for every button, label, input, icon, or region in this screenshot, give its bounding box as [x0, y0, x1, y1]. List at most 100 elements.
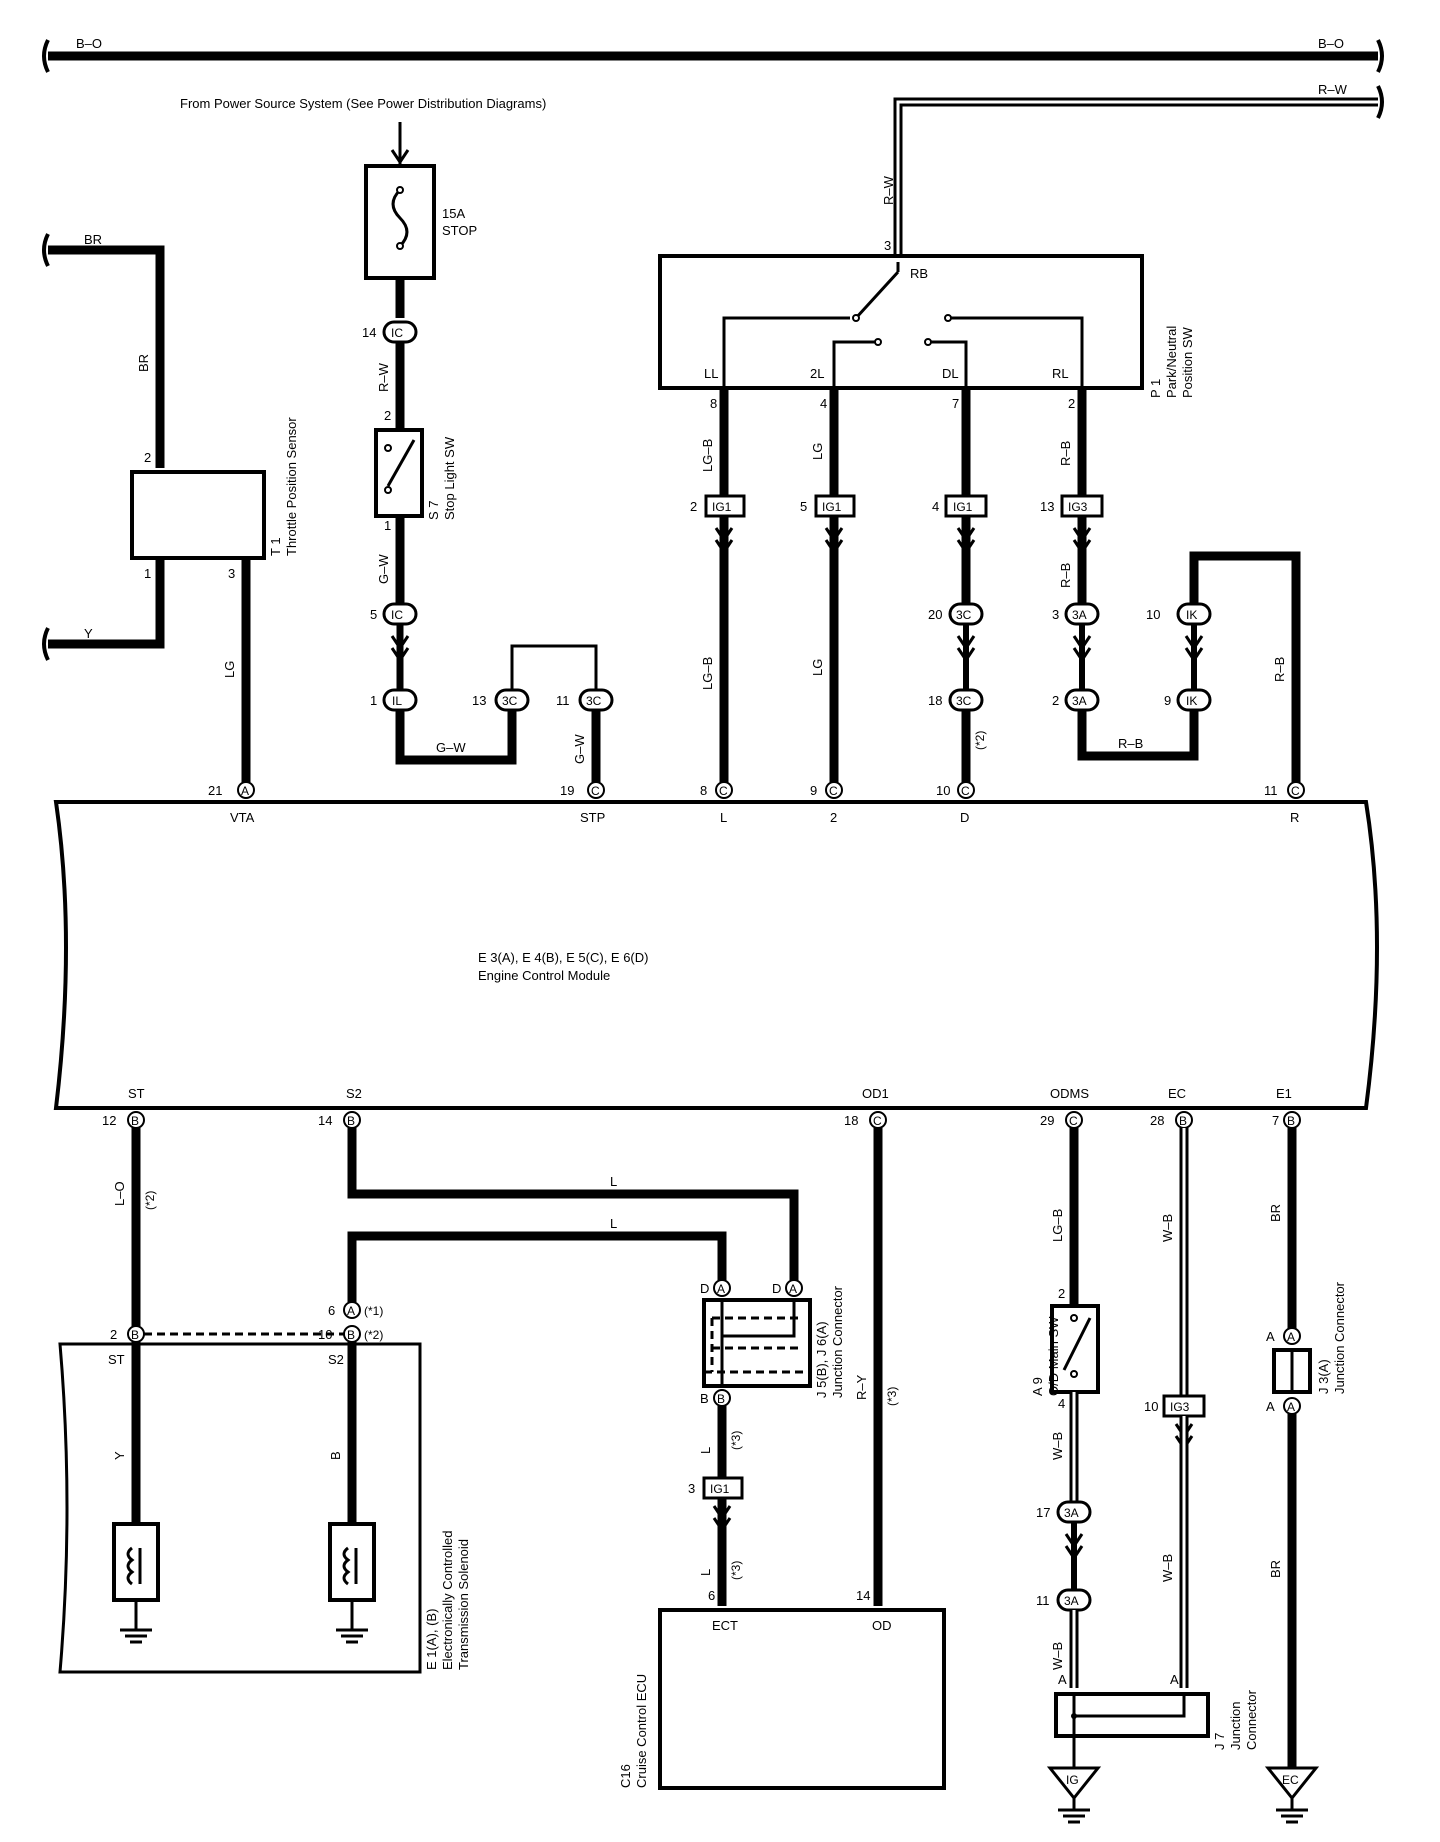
- svg-text:(*3): (*3): [729, 1431, 743, 1450]
- svg-text:Y: Y: [112, 1451, 127, 1460]
- svg-text:Y: Y: [84, 626, 93, 641]
- svg-text:IG1: IG1: [712, 500, 732, 514]
- svg-text:LL: LL: [704, 366, 718, 381]
- svg-text:G–W: G–W: [376, 554, 391, 584]
- svg-text:29: 29: [1040, 1113, 1054, 1128]
- svg-text:B: B: [1287, 1114, 1295, 1128]
- svg-text:BR: BR: [84, 232, 102, 247]
- svg-text:B: B: [347, 1114, 355, 1128]
- svg-text:3A: 3A: [1072, 694, 1087, 708]
- ecm-line2: Engine Control Module: [478, 968, 610, 983]
- svg-text:3: 3: [228, 566, 235, 581]
- svg-text:1: 1: [144, 566, 151, 581]
- svg-text:G–W: G–W: [436, 740, 466, 755]
- svg-text:3C: 3C: [586, 694, 602, 708]
- svg-text:L–O: L–O: [112, 1181, 127, 1206]
- svg-text:C: C: [829, 784, 838, 798]
- svg-text:8: 8: [710, 396, 717, 411]
- svg-text:3A: 3A: [1064, 1594, 1079, 1608]
- svg-text:B: B: [131, 1114, 139, 1128]
- svg-text:ST: ST: [108, 1352, 125, 1367]
- svg-text:A: A: [347, 1304, 355, 1318]
- svg-text:ECT: ECT: [712, 1618, 738, 1633]
- svg-text:14: 14: [318, 1113, 332, 1128]
- svg-text:12: 12: [102, 1113, 116, 1128]
- bus-b-o-label-right: B–O: [1318, 36, 1344, 51]
- svg-text:W–B: W–B: [1160, 1554, 1175, 1582]
- svg-text:(*2): (*2): [143, 1191, 157, 1210]
- svg-text:S2: S2: [346, 1086, 362, 1101]
- svg-text:G–W: G–W: [572, 734, 587, 764]
- svg-text:W–B: W–B: [1050, 1642, 1065, 1670]
- connector-ic-14: IC 14: [362, 320, 418, 344]
- fuse-name: STOP: [442, 223, 477, 238]
- svg-text:A: A: [1266, 1329, 1275, 1344]
- svg-text:L: L: [720, 810, 727, 825]
- svg-text:21: 21: [208, 783, 222, 798]
- svg-text:3C: 3C: [956, 694, 972, 708]
- svg-text:B: B: [1179, 1114, 1187, 1128]
- svg-text:10: 10: [1146, 607, 1160, 622]
- svg-text:B: B: [717, 1392, 725, 1406]
- svg-text:2: 2: [830, 810, 837, 825]
- wire-e1: BR A A: [1266, 1128, 1301, 1345]
- svg-text:DL: DL: [942, 366, 959, 381]
- svg-text:C: C: [873, 1114, 882, 1128]
- svg-text:8: 8: [700, 783, 707, 798]
- fuse-rating: 15A: [442, 206, 465, 221]
- svg-text:STP: STP: [580, 810, 605, 825]
- svg-text:Junction Connector: Junction Connector: [830, 1285, 845, 1398]
- svg-text:LG: LG: [222, 661, 237, 678]
- svg-text:IC: IC: [391, 326, 403, 340]
- svg-text:IC: IC: [391, 608, 403, 622]
- engine-control-module: E 3(A), E 4(B), E 5(C), E 6(D) Engine Co…: [53, 781, 1379, 1129]
- svg-text:Electronically Controlled: Electronically Controlled: [440, 1531, 455, 1670]
- svg-text:IK: IK: [1186, 694, 1197, 708]
- wire-e1-ground: BR: [1268, 1414, 1297, 1768]
- svg-text:(*3): (*3): [729, 1561, 743, 1580]
- wire-g-w-loop: [395, 710, 517, 765]
- svg-text:Junction Connector: Junction Connector: [1332, 1281, 1347, 1394]
- svg-text:(*2): (*2): [364, 1328, 383, 1342]
- svg-text:B: B: [700, 1391, 709, 1406]
- fuse-15a-stop: 15A STOP: [364, 122, 477, 318]
- svg-text:OD: OD: [872, 1618, 892, 1633]
- svg-text:C: C: [1291, 784, 1300, 798]
- svg-text:(*2): (*2): [973, 731, 987, 750]
- svg-text:3C: 3C: [956, 608, 972, 622]
- svg-text:EC: EC: [1168, 1086, 1186, 1101]
- svg-text:13: 13: [1040, 499, 1054, 514]
- svg-text:ODMS: ODMS: [1050, 1086, 1089, 1101]
- svg-text:6: 6: [328, 1303, 335, 1318]
- svg-text:3A: 3A: [1072, 608, 1087, 622]
- svg-text:7: 7: [952, 396, 959, 411]
- svg-text:L: L: [698, 1447, 713, 1454]
- svg-text:RB: RB: [910, 266, 928, 281]
- bus-b-o-label-left: B–O: [76, 36, 102, 51]
- svg-text:7: 7: [1272, 1113, 1279, 1128]
- svg-text:IG3: IG3: [1170, 1400, 1190, 1414]
- svg-text:LG–B: LG–B: [700, 657, 715, 690]
- svg-text:Park/Neutral: Park/Neutral: [1164, 326, 1179, 398]
- svg-text:A: A: [717, 1282, 725, 1296]
- svg-text:10: 10: [1144, 1399, 1158, 1414]
- wire-odms: LG–B 2: [1050, 1128, 1079, 1304]
- svg-text:BR: BR: [1268, 1204, 1283, 1222]
- svg-text:B: B: [328, 1451, 343, 1460]
- wire-ec: W–B IG3 10 W–B A: [1144, 1128, 1206, 1688]
- svg-text:IG1: IG1: [710, 1482, 730, 1496]
- svg-text:18: 18: [844, 1113, 858, 1128]
- svg-text:A: A: [789, 1282, 797, 1296]
- svg-text:IG3: IG3: [1068, 500, 1088, 514]
- wire-r-w-pn: R–W: [881, 175, 896, 205]
- cruise-control-ecu: ECT OD C16 Cruise Control ECU: [618, 1608, 946, 1790]
- svg-text:9: 9: [1164, 693, 1171, 708]
- svg-text:3: 3: [688, 1481, 695, 1496]
- svg-text:IG1: IG1: [953, 500, 973, 514]
- svg-text:2L: 2L: [810, 366, 824, 381]
- svg-text:IL: IL: [392, 694, 402, 708]
- svg-text:A: A: [1287, 1330, 1295, 1344]
- svg-text:B: B: [347, 1328, 355, 1342]
- wire-2l: 4 LG IG1 5 LG: [800, 388, 856, 782]
